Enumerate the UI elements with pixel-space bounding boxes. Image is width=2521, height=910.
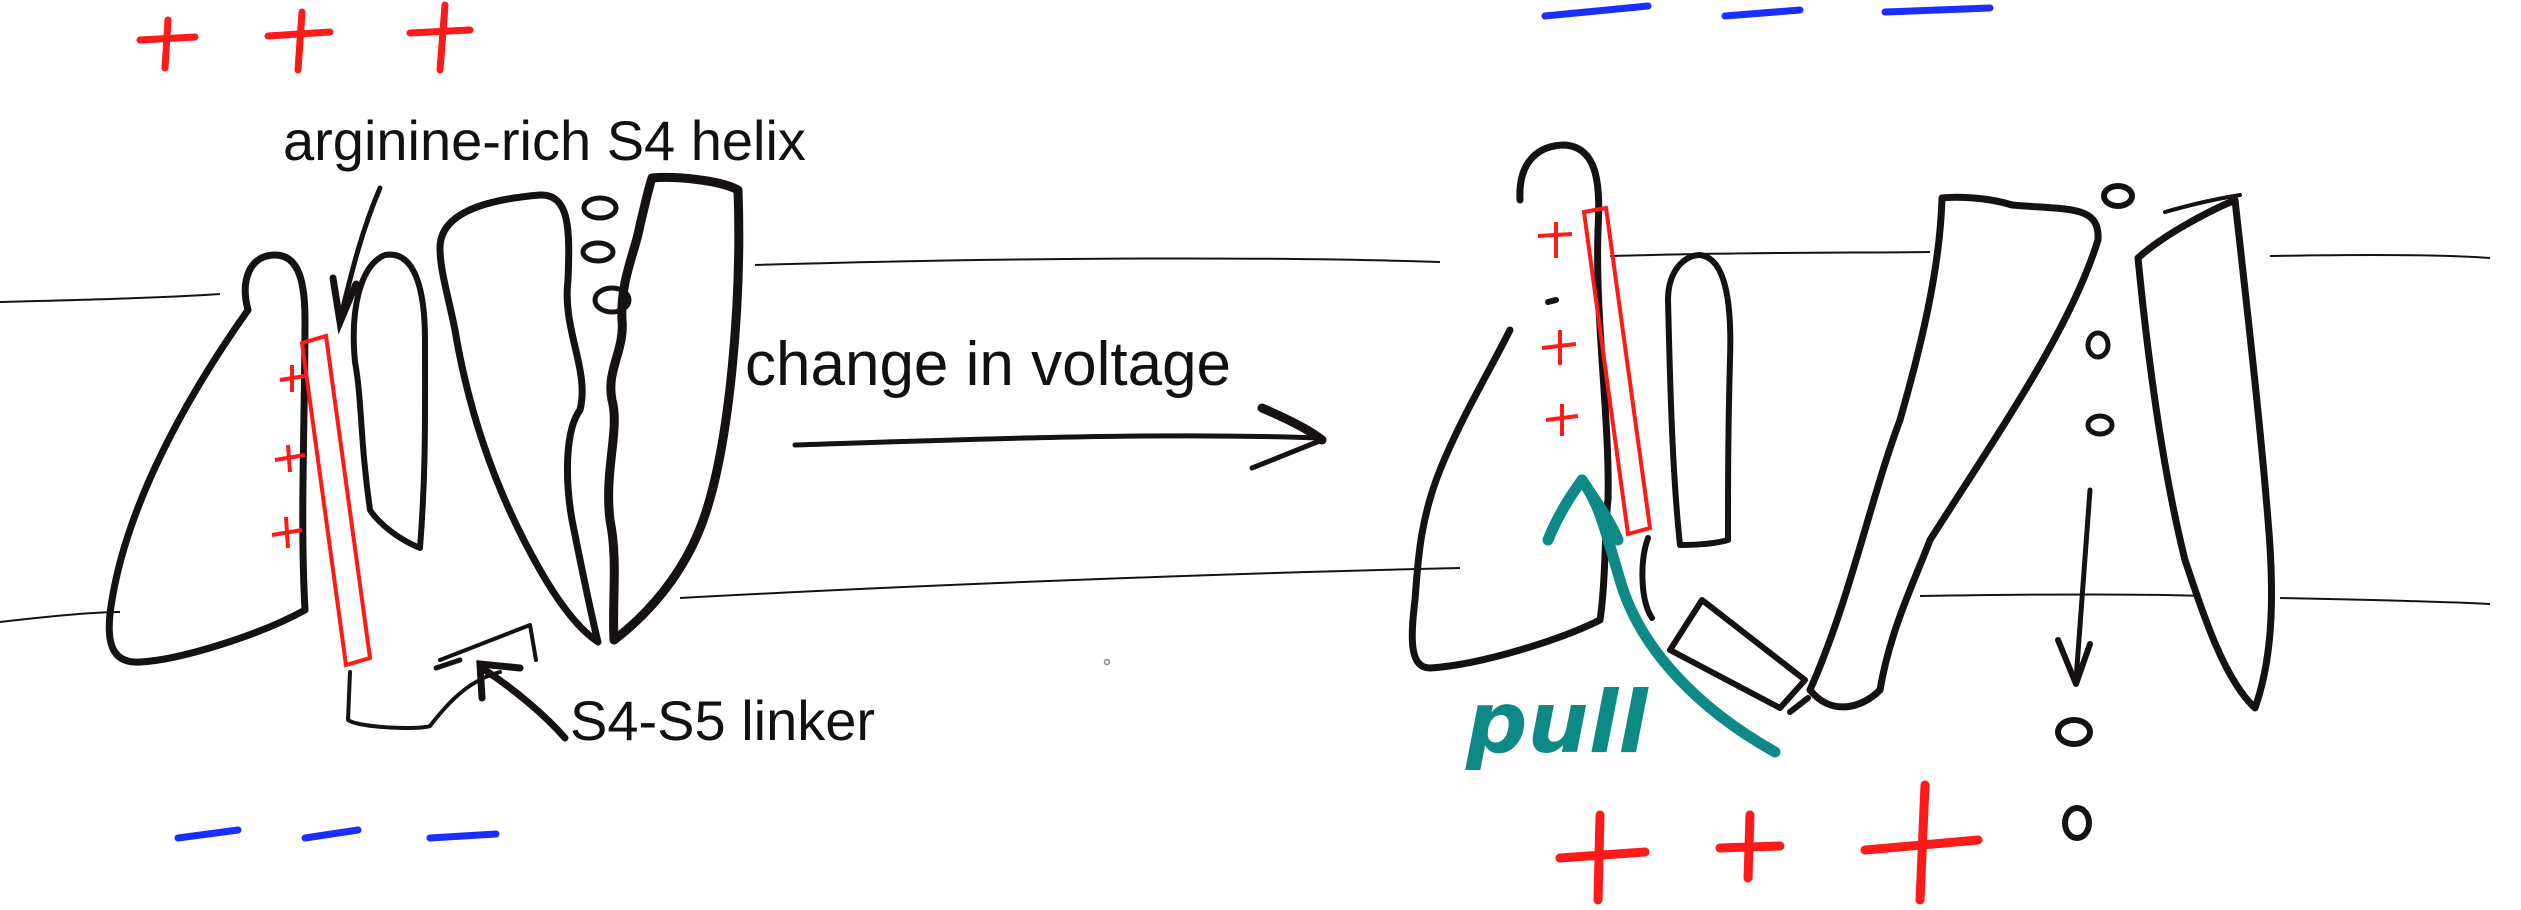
voltage-change-arrow <box>792 403 1327 471</box>
s4-helix-right <box>1537 205 1653 537</box>
linker-pointer <box>476 660 569 742</box>
membrane-left <box>0 257 1461 623</box>
linker-label: S4-S5 linker <box>570 689 875 752</box>
left-channel <box>105 173 744 730</box>
voltage-change-label: change in voltage <box>745 330 1231 399</box>
right-channel <box>1408 141 2275 841</box>
right-top-charges <box>1541 2 1994 20</box>
pull-label: pull <box>1465 673 1649 773</box>
s4-helix-left-charges <box>271 365 306 549</box>
s4-helix-label: arginine-rich S4 helix <box>283 109 806 172</box>
left-top-charges <box>136 1 474 74</box>
s4-helix-right-charges <box>1537 222 1579 436</box>
s4-helix-left <box>271 333 373 668</box>
membrane-right <box>1609 251 2491 605</box>
right-bottom-charges <box>1555 780 1983 905</box>
stray-dot <box>1103 658 1111 666</box>
s4-label-pointer <box>329 185 383 335</box>
pull-arrow <box>1542 474 1781 758</box>
voltage-sensor-domain-left <box>105 251 309 666</box>
left-bottom-charges <box>174 826 500 842</box>
voltage-sensor-domain-right <box>1408 141 1612 672</box>
